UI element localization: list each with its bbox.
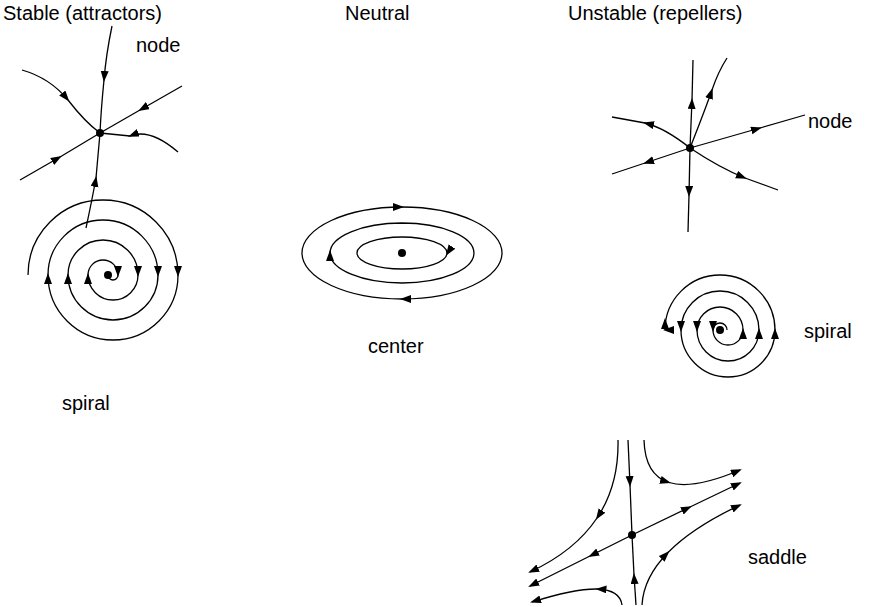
column-heading: Stable (attractors) <box>3 2 162 24</box>
portrait-label: spiral <box>62 392 110 414</box>
column-heading: Neutral <box>345 2 409 24</box>
neutral-center <box>302 207 502 299</box>
portrait-label: node <box>808 110 853 132</box>
portrait-label: saddle <box>748 546 807 568</box>
portrait-label: spiral <box>804 320 852 342</box>
unstable-spiral <box>665 275 775 377</box>
stable-spiral <box>28 200 178 340</box>
unstable-node <box>612 58 805 232</box>
stable-node <box>20 26 182 228</box>
column-heading: Unstable (repellers) <box>568 2 743 24</box>
portrait-label: node <box>136 34 181 56</box>
saddle <box>530 440 740 605</box>
portrait-label: center <box>368 335 424 357</box>
